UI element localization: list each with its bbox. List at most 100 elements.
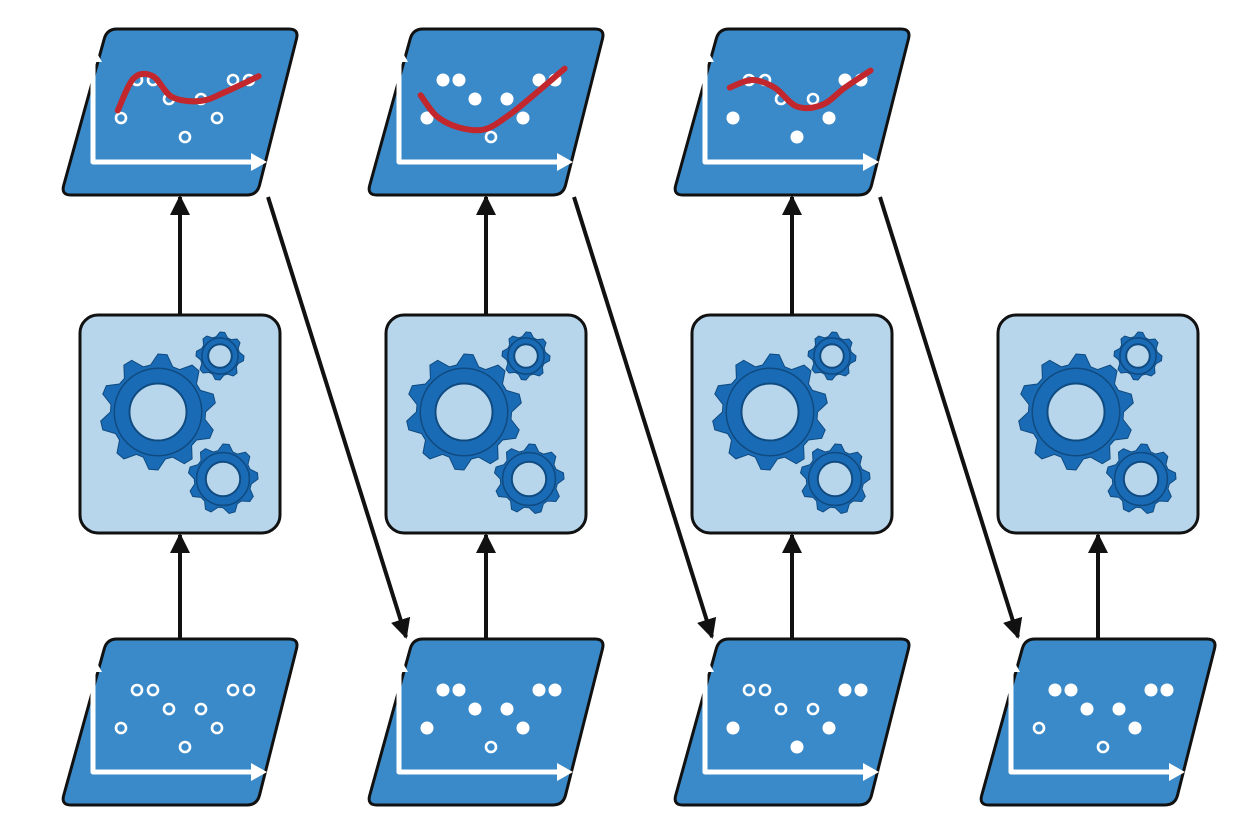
arrow-fit-to-next-data-3 — [878, 196, 1023, 639]
data-panel-2-point-3 — [452, 683, 466, 697]
arrow-fit-to-next-data-2 — [572, 196, 717, 639]
data-panel-2-point-4 — [468, 702, 482, 716]
data-panel-4-point-4 — [1080, 702, 1094, 716]
gears-icon — [1018, 331, 1177, 515]
data-panel-1-point-3 — [146, 683, 160, 697]
fit-panel-1-x-axis-arrow-icon — [251, 153, 267, 171]
small-gear-icon — [501, 331, 551, 381]
small-gear-icon — [1113, 331, 1163, 381]
data-panel-3-y-axis-arrow-icon — [696, 656, 714, 672]
data-panel-1-point-7 — [210, 721, 224, 735]
large-gear-icon — [1018, 353, 1134, 471]
medium-gear-icon — [493, 443, 565, 515]
data-panel-1-axes — [90, 657, 264, 775]
small-gear-icon-hole — [1125, 343, 1151, 369]
data-panel-1-point-5 — [178, 740, 192, 754]
arrows-layer — [170, 195, 1108, 643]
data-panel-3-point-4 — [774, 702, 788, 716]
gears-icon — [406, 331, 565, 515]
arrow-fit-to-next-data-1 — [266, 196, 411, 639]
fit-panel-3-point-5 — [790, 130, 804, 144]
panels-layer — [61, 27, 1217, 807]
data-panel-2-axes — [396, 657, 570, 775]
fit-panel-2-point-8 — [532, 73, 546, 87]
medium-gear-icon-hole — [510, 460, 548, 498]
fit-panel-1-y-axis-arrow-icon — [84, 46, 102, 62]
data-panel-4-point-6 — [1112, 702, 1126, 716]
fit-panel-3-fit-curve — [726, 67, 874, 112]
data-panel-1-frame — [61, 637, 299, 807]
data-panel-2-point-7 — [516, 721, 530, 735]
data-panel-1 — [61, 637, 299, 807]
data-panel-4-point-3 — [1064, 683, 1078, 697]
data-panel-4-frame — [979, 637, 1217, 807]
fit-panel-2-axes — [396, 47, 570, 165]
data-panel-1-point-2 — [130, 683, 144, 697]
large-gear-icon-hole — [1046, 382, 1106, 442]
fit-panel-3-point-7 — [822, 111, 836, 125]
data-panel-2-frame — [367, 637, 605, 807]
large-gear-icon-hole — [434, 382, 494, 442]
medium-gear-icon — [1105, 443, 1177, 515]
data-panel-2-point-6 — [500, 702, 514, 716]
gears-icon — [712, 331, 871, 515]
large-gear-icon — [100, 353, 216, 471]
fit-panel-3-point-6 — [806, 92, 820, 106]
fit-panel-2-point-6 — [500, 92, 514, 106]
data-panel-3 — [673, 637, 911, 807]
fit-panel-3-x-axis-arrow-icon — [863, 153, 879, 171]
large-gear-icon-hole — [128, 382, 188, 442]
fit-panel-1-fit-curve — [114, 70, 262, 114]
data-panel-4-point-2 — [1048, 683, 1062, 697]
fit-panel-3-y-axis-arrow-icon — [696, 46, 714, 62]
data-panel-3-point-2 — [742, 683, 756, 697]
fit-panel-2-point-5 — [484, 130, 498, 144]
fit-panel-2-x-axis-arrow-icon — [557, 153, 573, 171]
fit-panel-2-point-7 — [516, 111, 530, 125]
data-panel-1-point-4 — [162, 702, 176, 716]
small-gear-icon — [195, 331, 245, 381]
data-panel-4 — [979, 637, 1217, 807]
fit-panel-2-frame — [367, 27, 605, 197]
fit-panel-3-frame — [673, 27, 911, 197]
data-panel-1-point-8 — [226, 683, 240, 697]
fit-panel-1 — [61, 27, 299, 197]
fit-panel-2-point-1 — [420, 111, 434, 125]
data-panel-1-x-axis-arrow-icon — [251, 763, 267, 781]
fit-panel-2-point-3 — [452, 73, 466, 87]
data-panel-2-x-axis-arrow-icon — [557, 763, 573, 781]
fit-panel-2-fit-curve — [417, 65, 568, 134]
data-panel-3-point-8 — [838, 683, 852, 697]
gears-icon — [100, 331, 259, 515]
data-panel-2-point-1 — [420, 721, 434, 735]
data-panel-4-point-1 — [1032, 721, 1046, 735]
data-panel-2-point-5 — [484, 740, 498, 754]
small-gear-icon — [807, 331, 857, 381]
data-panel-3-point-3 — [758, 683, 772, 697]
fit-panel-3-axes — [702, 47, 876, 165]
data-panel-2-y-axis-arrow-icon — [390, 656, 408, 672]
data-panel-4-x-axis-arrow-icon — [1169, 763, 1185, 781]
data-panel-3-point-5 — [790, 740, 804, 754]
fit-panel-1-frame — [61, 27, 299, 197]
data-panel-1-point-6 — [194, 702, 208, 716]
fit-panel-3-point-1 — [726, 111, 740, 125]
data-panel-4-point-8 — [1144, 683, 1158, 697]
data-panel-2-point-2 — [436, 683, 450, 697]
large-gear-icon — [406, 353, 522, 471]
model-box-1 — [78, 313, 282, 535]
data-panel-3-point-7 — [822, 721, 836, 735]
data-panel-1-y-axis-arrow-icon — [84, 656, 102, 672]
data-panel-4-y-axis-arrow-icon — [1002, 656, 1020, 672]
data-panel-4-axes — [1008, 657, 1182, 775]
fit-panel-2-point-2 — [436, 73, 450, 87]
fit-panel-2-point-4 — [468, 92, 482, 106]
data-panel-3-point-6 — [806, 702, 820, 716]
model-boxes-layer — [78, 313, 1200, 535]
data-panel-4-point-9 — [1160, 683, 1174, 697]
data-panel-4-point-7 — [1128, 721, 1142, 735]
large-gear-icon-hole — [740, 382, 800, 442]
data-panel-3-frame — [673, 637, 911, 807]
medium-gear-icon — [187, 443, 259, 515]
